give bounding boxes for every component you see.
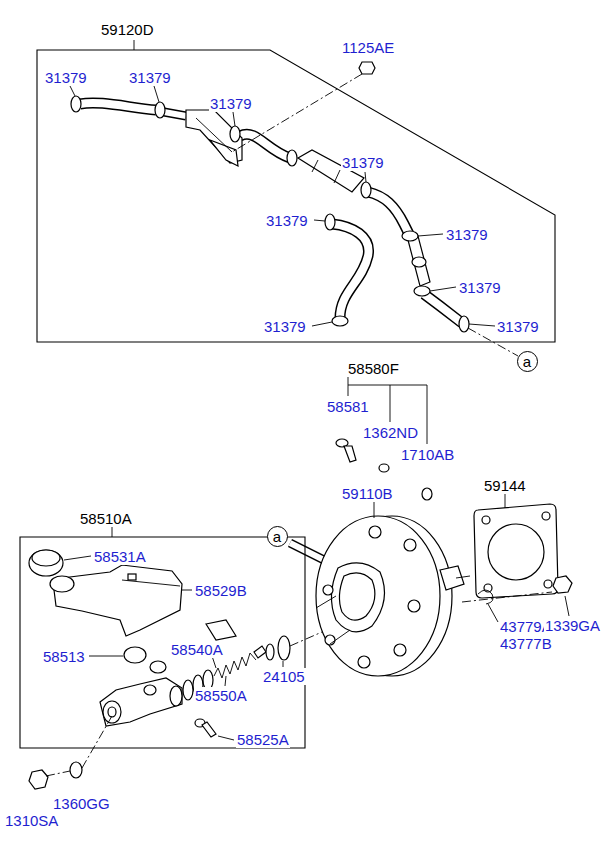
callout-number: 31379 <box>341 154 385 171</box>
callout-number: 58580F <box>347 360 400 377</box>
callout-number: 1362ND <box>362 424 419 441</box>
callout-number: 59110B <box>341 485 394 502</box>
callout-number: 31379 <box>128 69 172 86</box>
reference-circle: a <box>267 526 288 547</box>
callout-number: 58525A <box>236 731 290 748</box>
callout-number: 58531A <box>93 548 147 565</box>
group-number: 58510A <box>79 510 133 527</box>
reservoir <box>50 565 182 636</box>
callout-number: 59144 <box>483 477 527 494</box>
reference-letter: a <box>523 354 531 369</box>
hose-clamp <box>71 96 469 332</box>
reservoir-cap <box>29 550 63 576</box>
callout-number: 1125AE <box>341 39 395 56</box>
callout-number: 31379 <box>445 226 489 243</box>
callout-number: 1310SA <box>4 812 59 829</box>
callout-number: 31379 <box>44 69 88 86</box>
callout-number: 31379 <box>496 318 540 335</box>
callout-number: 1339GA <box>544 617 601 634</box>
callout-number: 31379 <box>209 95 253 112</box>
group-number: 59120D <box>100 21 155 38</box>
callout-number: 31379 <box>263 318 307 335</box>
group-border <box>20 537 305 748</box>
master-cylinder <box>100 678 182 726</box>
group-border <box>37 50 555 342</box>
callout-number: 24105 <box>262 668 306 685</box>
o-ring <box>266 644 274 660</box>
nut <box>553 576 572 593</box>
washer <box>379 464 389 472</box>
reference-letter: a <box>273 529 281 544</box>
brake-booster <box>316 516 470 676</box>
gasket <box>474 504 558 598</box>
callout-number: 43777B <box>499 635 553 652</box>
bolt <box>359 62 375 74</box>
clip <box>478 590 493 604</box>
group-outline <box>20 505 305 748</box>
group-box: 58510A <box>20 505 305 748</box>
callout-number: 1360GG <box>52 795 111 812</box>
callout-number: 58581 <box>326 398 370 415</box>
o-ring <box>278 636 290 660</box>
callout-number: 1710AB <box>400 446 455 463</box>
washer <box>70 762 82 778</box>
vacuum-hose <box>80 103 462 562</box>
nut <box>29 770 48 789</box>
callout-number: 58513 <box>42 648 86 665</box>
callout-number: 58540A <box>170 641 224 658</box>
grommet <box>124 647 146 663</box>
grommet <box>150 661 166 673</box>
level-sensor <box>206 620 236 640</box>
check-valve <box>408 236 430 286</box>
callout-number: 31379 <box>265 212 309 229</box>
snap-ring <box>422 488 432 500</box>
callout-number: 58529B <box>194 582 248 599</box>
reference-circle: a <box>517 351 538 372</box>
callout-number: 58550A <box>194 687 248 704</box>
callout-number: 31379 <box>458 279 502 296</box>
